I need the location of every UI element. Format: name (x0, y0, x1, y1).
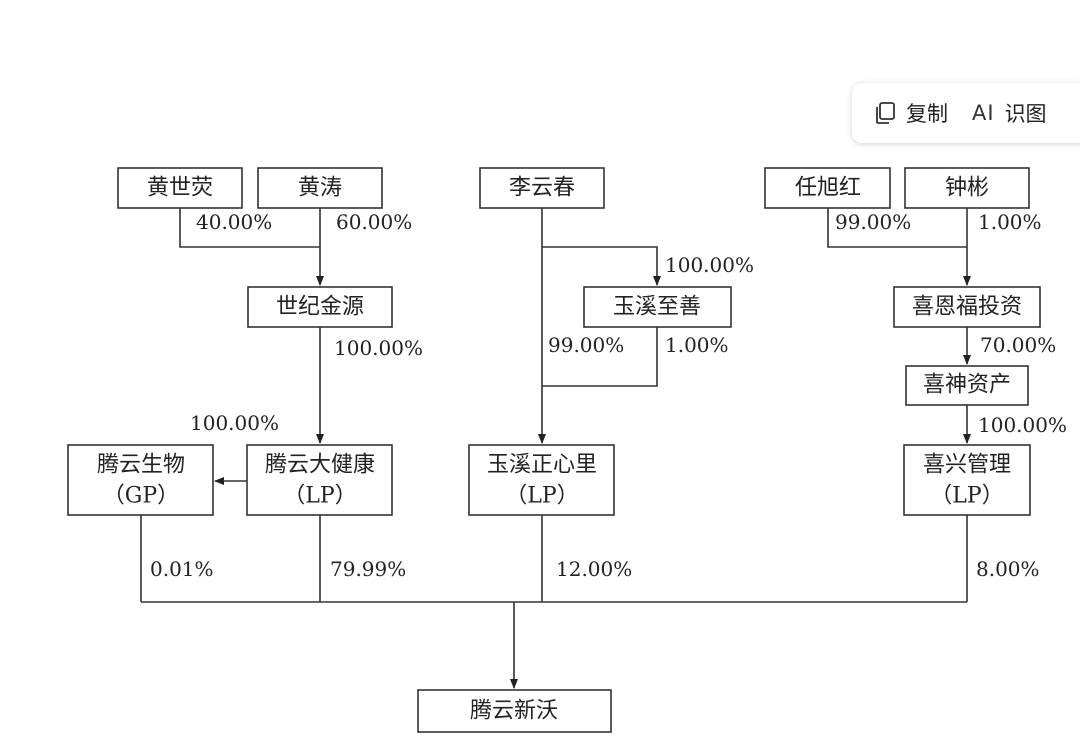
node-xixing-role: （LP） (930, 484, 1003, 509)
node-labels: 黄世荧 黄涛 李云春 任旭红 钟彬 世纪金源 玉溪至善 喜恩福投资 喜神资产 腾… (97, 176, 1022, 724)
node-huang-shiying: 黄世荧 (147, 176, 213, 201)
edge-label-xishen: 100.00% (978, 413, 1067, 437)
ai-recognize-label: 识图 (1004, 102, 1047, 126)
node-box-tengyun-xinwo (417, 689, 612, 733)
edge-label-li-to-zhishan: 100.00% (665, 253, 754, 277)
edge-label-xixing-to-xinwo: 8.00% (976, 557, 1040, 581)
edge-label-li-to-zhengxinli: 99.00% (548, 333, 624, 357)
edge-label-huang-tao: 60.00% (336, 210, 412, 234)
edge-label-bio-to-xinwo: 0.01% (150, 557, 214, 581)
node-box-yuxi-zhengxinli (468, 444, 615, 516)
edge-label-ren: 99.00% (835, 210, 911, 234)
edge-li-to-zhishan-arrow (542, 246, 661, 286)
node-box-zhong-bin (904, 167, 1030, 209)
edge-label-xienfu: 70.00% (980, 333, 1056, 357)
image-toolbar: 复制 AI 识图 (852, 83, 1080, 143)
edge-zhishan-line (542, 327, 658, 387)
node-tengyun-bio-name: 腾云生物 (97, 453, 185, 478)
edge-label-zhishan-to-zhengxinli: 1.00% (665, 333, 729, 357)
node-box-tengyun-dajiankang (246, 444, 393, 516)
copy-label: 复制 (906, 102, 948, 126)
node-box-ren-xuhong (764, 167, 891, 209)
node-box-yuxi-zhishan (583, 286, 732, 328)
node-box-shiji-jinyuan (247, 286, 393, 328)
node-box-xixing (903, 444, 1031, 516)
edge-label-zhong: 1.00% (978, 210, 1042, 234)
edge-label-zhengxinli-to-xinwo: 12.00% (556, 557, 632, 581)
copy-button[interactable]: 复制 (872, 98, 948, 128)
node-xixing-name: 喜兴管理 (923, 453, 1011, 478)
node-yuxi-zhengxinli-role: （LP） (505, 484, 578, 509)
edge-huang-shiying-line (179, 208, 320, 248)
node-ren-xuhong: 任旭红 (795, 176, 861, 201)
node-yuxi-zhengxinli-name: 玉溪正心里 (487, 453, 597, 478)
edge-labels: 40.00% 60.00% 100.00% 100.00% 100.00% 99… (150, 210, 1067, 581)
node-yuxi-zhishan: 玉溪至善 (613, 295, 701, 320)
node-xishen: 喜神资产 (923, 373, 1011, 398)
node-tengyun-bio-role: （GP） (103, 484, 179, 509)
node-huang-tao: 黄涛 (298, 176, 342, 201)
node-li-yunchun: 李云春 (509, 176, 575, 201)
ai-recognize-button[interactable]: AI 识图 (972, 98, 1047, 128)
node-xienfu: 喜恩福投资 (912, 295, 1022, 320)
node-boxes (67, 167, 1041, 733)
connector-lines (140, 208, 971, 689)
edge-label-huang-shiying: 40.00% (196, 210, 272, 234)
edge-label-dajiankang-to-bio: 100.00% (190, 411, 279, 435)
ai-icon: AI (972, 101, 995, 125)
edge-ren-line (827, 208, 967, 248)
node-box-xienfu (893, 286, 1041, 328)
node-tengyun-dajiankang-role: （LP） (283, 484, 356, 509)
node-box-huang-shiying (117, 167, 243, 209)
edge-label-dajiankang-to-xinwo: 79.99% (330, 557, 406, 581)
node-box-huang-tao (257, 167, 383, 209)
node-tengyun-dajiankang-name: 腾云大健康 (265, 453, 375, 478)
edge-label-shiji: 100.00% (334, 336, 423, 360)
node-box-li-yunchun (479, 167, 605, 209)
node-box-tengyun-bio (67, 444, 214, 516)
node-zhong-bin: 钟彬 (945, 176, 989, 201)
node-box-xishen (905, 365, 1029, 406)
copy-icon (876, 102, 895, 124)
node-shiji-jinyuan: 世纪金源 (276, 295, 364, 320)
node-tengyun-xinwo: 腾云新沃 (470, 699, 558, 724)
